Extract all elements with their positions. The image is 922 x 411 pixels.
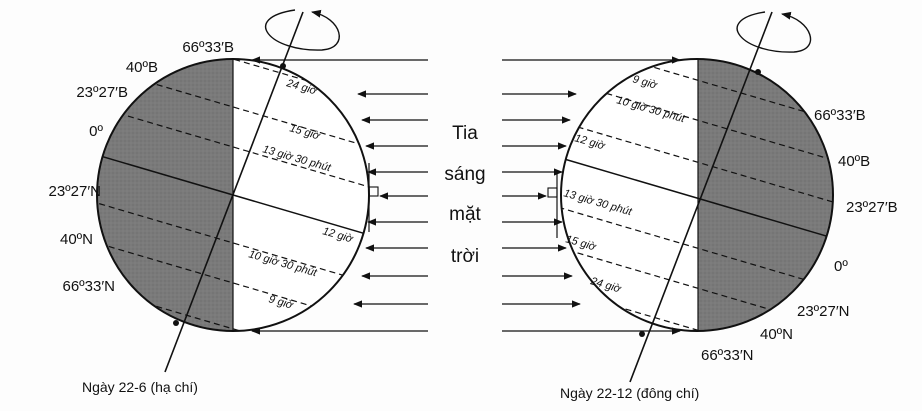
globe-outline-right [560, 58, 834, 332]
lat-label-right-4: 23º27′N [797, 303, 850, 320]
lat-label-right-5: 40ºN [760, 326, 793, 343]
lat-label-left-4: 23º27′N [49, 183, 102, 200]
lat-label-left-1: 40ºB [126, 59, 158, 76]
antarctic-circle-line-right [561, 277, 833, 331]
caption-right: Ngày 22-12 (đông chí) [560, 385, 699, 401]
globe-winter-solstice: 66º33′B 40ºB 23º27′B 0º 23º27′N 40ºN 66º… [547, 11, 898, 401]
right-angle-mark-right [547, 187, 558, 198]
sunlight-word-2: mặt [449, 204, 481, 225]
lat-label-left-2: 23º27′B [76, 84, 128, 101]
south-pole-dot-right [639, 331, 645, 337]
sunlight-word-3: trời [451, 246, 479, 267]
earth-axis-right [629, 11, 773, 383]
lat-label-right-2: 23º27′B [846, 199, 898, 216]
tropic-cancer-line-left [97, 101, 369, 197]
sunlight-arrows [251, 56, 681, 335]
tropic-capricorn-line-left [97, 197, 369, 293]
tropic-capricorn-line-right [561, 195, 833, 294]
north-pole-dot-right [755, 69, 761, 75]
lat-40n-line-right [561, 67, 833, 166]
lat-label-right-3: 0º [834, 258, 848, 275]
lat-40s-line-left [97, 237, 369, 331]
tropic-cancer-line-right [561, 109, 833, 208]
globe-summer-solstice: 66º33′B 40ºB 23º27′B 0º 23º27′N 40ºN 66º… [49, 9, 379, 395]
north-pole-dot-left [280, 63, 286, 69]
lat-label-left-0: 66º33′B [182, 39, 234, 56]
earth-axis-left [164, 11, 304, 373]
lat-label-right-1: 40ºB [838, 153, 870, 170]
rotation-arrow-left [264, 9, 340, 51]
equator-line-right [561, 145, 833, 244]
lat-label-left-3: 0º [89, 123, 103, 140]
south-pole-dot-left [173, 320, 179, 326]
arctic-circle-line-right [561, 59, 833, 126]
lat-label-left-6: 66º33′N [63, 278, 116, 295]
sunlight-word-1: sáng [444, 164, 485, 185]
rotation-arrow-right [736, 11, 812, 53]
lat-label-right-0: 66º33′B [814, 107, 866, 124]
equator-line-left [97, 149, 369, 245]
lat-label-left-5: 40ºN [60, 231, 93, 248]
sunlight-word-0: Tia [452, 123, 478, 144]
lat-label-right-6: 66º33′N [701, 347, 754, 364]
caption-left: Ngày 22-6 (hạ chí) [82, 379, 198, 395]
lat-40s-line-right [561, 235, 833, 331]
right-angle-mark-left [368, 186, 379, 197]
